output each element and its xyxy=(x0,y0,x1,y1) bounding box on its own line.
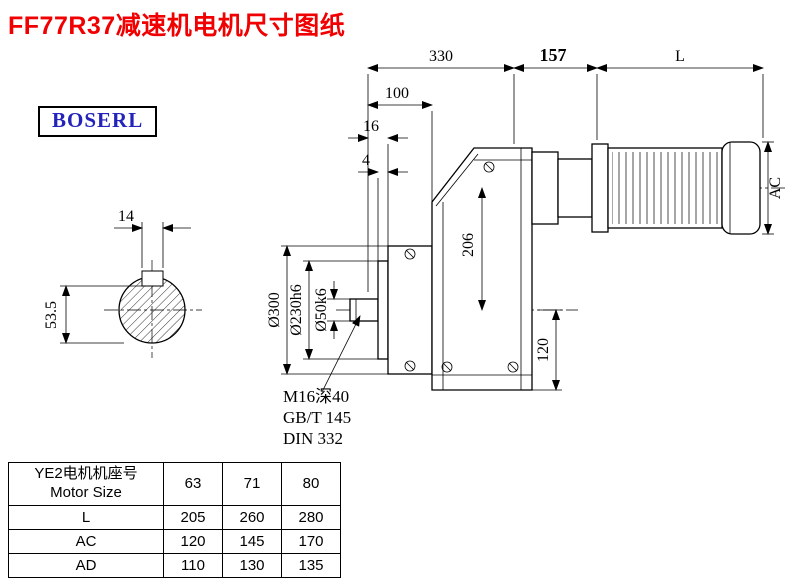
dim-16-label: 16 xyxy=(363,118,379,135)
table-row: AC 120 145 170 xyxy=(8,528,341,554)
key-width-label: 14 xyxy=(118,208,134,225)
header-cn: YE2电机机座号 xyxy=(34,465,138,482)
dim-157-label: 157 xyxy=(540,45,567,65)
shaft-circle xyxy=(118,276,186,344)
output-shaft xyxy=(349,298,379,322)
dimensions: 330 157 L 100 16 4 Ø300 Ø230h6 Ø50k6 xyxy=(266,45,784,448)
table-cell: 170 xyxy=(281,528,341,554)
table-cell: 120 xyxy=(163,528,223,554)
technical-drawing: 14 53.5 xyxy=(43,45,786,448)
dim-100-label: 100 xyxy=(385,85,409,102)
table-cell: 260 xyxy=(222,504,282,530)
output-flange xyxy=(387,245,433,375)
row-label-AD: AD xyxy=(8,552,164,578)
size-63: 63 xyxy=(163,462,223,506)
gear-unit-assembly xyxy=(336,141,786,391)
brand-logo: BOSERL xyxy=(38,106,158,137)
page-title: FF77R37减速机电机尺寸图纸 xyxy=(8,12,346,40)
dim-AC-label: AC xyxy=(767,177,784,199)
dia-300-label: Ø300 xyxy=(266,292,283,328)
table-cell: 110 xyxy=(163,552,223,578)
table-row: YE2电机机座号 Motor Size 63 71 80 xyxy=(8,462,341,506)
dim-206-label: 206 xyxy=(460,233,477,257)
table-cell: 130 xyxy=(222,552,282,578)
table-cell: 280 xyxy=(281,504,341,530)
table-row: AD 110 130 135 xyxy=(8,552,341,578)
shaft-cross-section: 14 53.5 xyxy=(43,208,202,358)
header-en: Motor Size xyxy=(50,483,122,501)
row-label-AC: AC xyxy=(8,528,164,554)
note-gb-standard: GB/T 145 xyxy=(283,408,351,427)
dim-L-label: L xyxy=(675,48,685,65)
size-80: 80 xyxy=(281,462,341,506)
dim-4-label: 4 xyxy=(362,152,370,169)
dia-50-label: Ø50k6 xyxy=(313,288,330,332)
adapter-housing xyxy=(531,151,559,225)
flange-spigot xyxy=(377,260,389,360)
table-row: L 205 260 280 xyxy=(8,504,341,530)
dim-120-label: 120 xyxy=(535,338,552,362)
keyway xyxy=(141,270,164,287)
table-cell: 145 xyxy=(222,528,282,554)
size-71: 71 xyxy=(222,462,282,506)
note-din-standard: DIN 332 xyxy=(283,429,343,448)
table-cell: 205 xyxy=(163,504,223,530)
table-cell: 135 xyxy=(281,552,341,578)
table-header-motor-size: YE2电机机座号 Motor Size xyxy=(8,462,164,506)
dia-230-label: Ø230h6 xyxy=(288,284,305,336)
dim-330-label: 330 xyxy=(429,48,453,65)
row-label-L: L xyxy=(8,504,164,530)
motor-size-table: YE2电机机座号 Motor Size 63 71 80 L 205 260 2… xyxy=(8,462,341,578)
note-tap-size: M16深40 xyxy=(283,387,349,406)
motor-flange xyxy=(591,143,609,233)
shaft-height-label: 53.5 xyxy=(43,301,60,329)
fan-cover xyxy=(721,141,761,235)
motor-fins xyxy=(612,152,718,224)
